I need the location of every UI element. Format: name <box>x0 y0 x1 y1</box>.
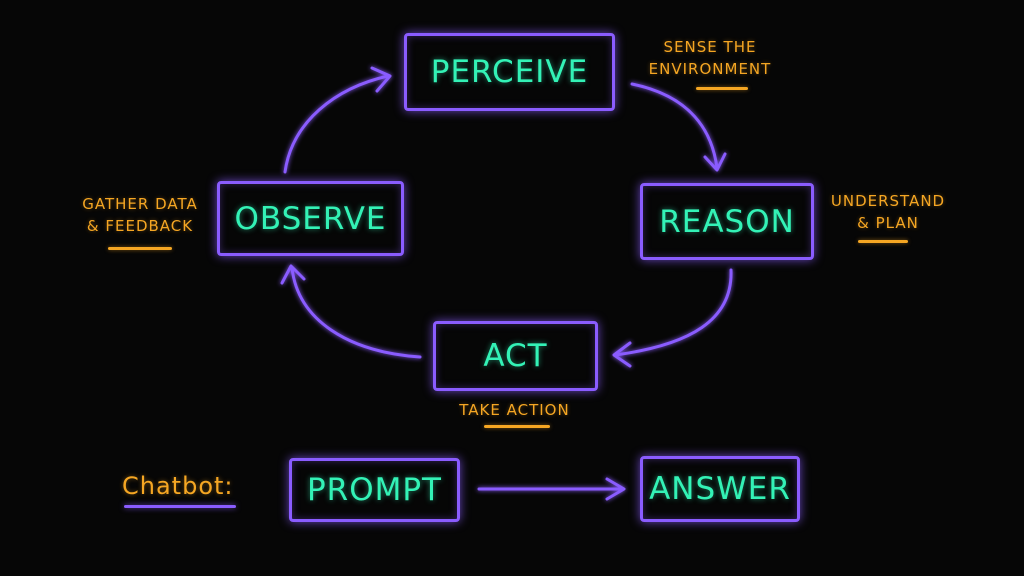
act-label: Act <box>483 338 548 374</box>
arrowhead-perceive-to-reason <box>703 152 727 172</box>
act-note-line-1: Take action <box>459 401 570 419</box>
act-note: Take action <box>452 399 577 421</box>
observe-note: Gather data & feedback <box>78 193 202 237</box>
arrowhead-act-to-observe <box>280 264 306 285</box>
arrow-act-to-observe <box>290 266 422 359</box>
reason-note-underline <box>858 240 908 243</box>
arrow-observe-to-perceive <box>283 74 390 174</box>
chatbot-label: Chatbot: <box>122 472 234 500</box>
perceive-label: Perceive <box>430 54 589 90</box>
observe-label: Observe <box>234 200 387 237</box>
perceive-note-underline <box>696 87 748 90</box>
arrow-reason-to-act <box>613 268 733 357</box>
perceive-note-line-1: Sense the <box>663 38 757 56</box>
arrowhead-prompt-to-answer <box>605 477 626 501</box>
reason-box: Reason <box>640 183 814 260</box>
answer-label: Answer <box>649 471 791 507</box>
prompt-box: Prompt <box>289 458 460 522</box>
answer-box: Answer <box>640 456 800 522</box>
arrowhead-reason-to-act <box>612 341 632 368</box>
act-note-underline <box>484 425 550 428</box>
reason-label: Reason <box>659 203 795 240</box>
chatbot-label-underline <box>124 505 236 508</box>
perceive-note-line-2: environment <box>648 60 772 78</box>
observe-note-underline <box>108 247 172 250</box>
perceive-box: Perceive <box>404 33 615 111</box>
observe-note-line-2: & feedback <box>86 217 194 235</box>
observe-note-line-1: Gather data <box>82 195 198 213</box>
prompt-label: Prompt <box>306 472 442 508</box>
reason-note-line-2: & plan <box>857 214 919 232</box>
arrow-perceive-to-reason <box>630 82 719 170</box>
reason-note-line-1: Understand <box>830 192 946 210</box>
perceive-note: Sense the environment <box>642 36 778 80</box>
act-box: Act <box>433 321 598 391</box>
observe-box: Observe <box>217 181 404 256</box>
reason-note: Understand & plan <box>830 190 946 234</box>
arrowhead-observe-to-perceive <box>370 66 392 93</box>
